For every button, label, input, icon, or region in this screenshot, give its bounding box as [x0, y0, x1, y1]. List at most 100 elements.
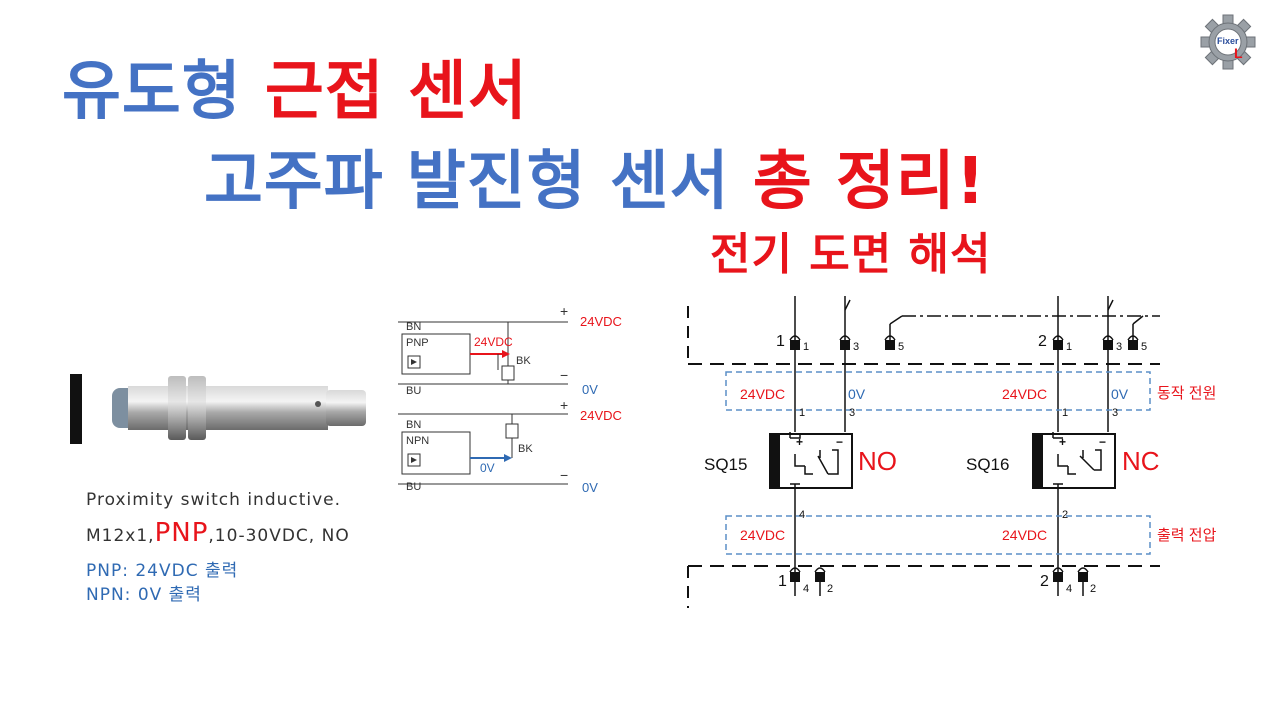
npn-diamond-icon — [411, 457, 417, 463]
sensor-led — [315, 401, 321, 407]
npn-bu-label: BU — [406, 481, 421, 493]
sq16-terminal-5 — [1128, 340, 1138, 350]
sq15-bottom-terminal-2 — [815, 572, 825, 582]
sq16-bottom-terminal-aux — [1078, 572, 1088, 582]
schematic-diagram: 1 1 3 5 2 1 3 5 1 3 1 3 4 2 1 4 2 2 4 2 … — [687, 296, 1217, 608]
sq15-label: SQ15 — [704, 455, 747, 474]
title-line-1: 유도형 근접 센서 — [62, 40, 528, 132]
title-line-2-red: 총 정리! — [752, 145, 986, 219]
sq15-pin-5: 5 — [898, 341, 904, 353]
npn-minus-label: − — [560, 467, 568, 483]
sq15-inner-3: 3 — [849, 407, 855, 419]
supply-voltage-box — [725, 371, 1151, 411]
pnp-bk-label: BK — [516, 355, 531, 367]
sq16-supply-24vdc: 24VDC — [1002, 386, 1047, 402]
npn-sensor-symbol-icon — [407, 453, 421, 467]
sq15-plug-1 — [789, 335, 801, 341]
logo-text: Fixer — [1217, 36, 1239, 46]
pnp-bn-label: BN — [406, 321, 421, 333]
product-desc-2-pre: M12x1, — [86, 526, 155, 546]
target-plate — [70, 374, 82, 444]
sensor-connector — [326, 390, 366, 426]
pnp-type-label: PNP — [406, 337, 429, 349]
product-desc-2: M12x1,PNP,10-30VDC, NO — [86, 518, 350, 548]
sq15-terminal-1 — [790, 340, 800, 350]
sq15-terminal-3 — [840, 340, 850, 350]
pnp-sensor-box — [401, 333, 471, 375]
pnp-0v-label: 0V — [582, 382, 598, 397]
sq15-inner-1: 1 — [799, 407, 805, 419]
title-line-1-red: 근접 센서 — [264, 55, 528, 129]
sq16-bottom-pin-2: 2 — [1090, 583, 1096, 595]
output-voltage-label: 출력 전압 — [1157, 527, 1217, 544]
sq15-plus: + — [796, 435, 803, 449]
npn-0v-label: 0V — [582, 480, 598, 495]
npn-load — [505, 423, 519, 439]
npn-24vdc-label: 24VDC — [580, 408, 622, 423]
sq15-bottom-num-1: 1 — [778, 573, 787, 590]
sq16-terminal-1 — [1053, 340, 1063, 350]
sq15-minus: − — [836, 435, 843, 449]
pnp-plus-label: + — [560, 303, 568, 319]
sq16-bottom-pin-4: 4 — [1066, 583, 1072, 595]
logo-letter: L — [1234, 45, 1243, 61]
sq16-bottom-plug — [1053, 483, 1063, 492]
sq15-output-24vdc: 24VDC — [740, 527, 785, 543]
pnp-minus-label: − — [560, 367, 568, 383]
sq16-label: SQ16 — [966, 455, 1009, 474]
sq16-sensor-face — [1033, 434, 1043, 488]
fixer-logo-icon: Fixer L — [1200, 14, 1256, 70]
sq15-inner-4: 4 — [799, 509, 805, 521]
sq16-switch-symbol-icon — [1057, 449, 1102, 475]
title-line-2-blue: 고주파 발진형 센서 — [204, 145, 730, 219]
sq15-bottom-pin-2: 2 — [827, 583, 833, 595]
title-line-2: 고주파 발진형 센서 총 정리! — [204, 130, 986, 222]
sq16-plug-5 — [1127, 335, 1139, 341]
sq15-supply-0v: 0V — [848, 386, 866, 402]
sq16-bottom-num-2: 2 — [1040, 573, 1049, 590]
sq16-plus: + — [1059, 435, 1066, 449]
pnp-diamond-icon — [411, 359, 417, 365]
sq16-wire-3-break — [1107, 299, 1114, 311]
sq15-sensor-face — [770, 434, 780, 488]
sq15-bottom-pin-4: 4 — [803, 583, 809, 595]
sq15-pin-1: 1 — [803, 341, 809, 353]
pnp-output-label: 24VDC — [474, 335, 513, 349]
npn-bn-label: BN — [406, 419, 421, 431]
nut-2 — [188, 376, 206, 440]
supply-voltage-label: 동작 전원 — [1157, 385, 1216, 402]
npn-output-label: 0V — [480, 461, 495, 475]
sq16-num-2: 2 — [1038, 333, 1047, 350]
pnp-load — [501, 365, 515, 381]
sq15-bottom-terminal-4 — [790, 572, 800, 582]
npn-plus-label: + — [560, 397, 568, 413]
wire-5-b-bend — [1132, 315, 1144, 325]
title-line-1-blue: 유도형 — [62, 55, 242, 129]
sq15-bottom-plug — [790, 483, 800, 492]
sq16-bottom-plug-aux — [1077, 567, 1089, 573]
npn-type-label: NPN — [406, 435, 429, 447]
product-desc-2-pnp: PNP — [154, 518, 209, 548]
sq15-plug-5 — [884, 335, 896, 341]
sq15-wire-3-break — [844, 299, 851, 311]
pnp-arrow-head-icon — [502, 350, 510, 358]
output-voltage-box — [725, 515, 1151, 555]
sq15-terminal-5 — [885, 340, 895, 350]
sq15-plug-3 — [839, 335, 851, 341]
product-desc-1: Proximity switch inductive. — [86, 490, 342, 510]
pnp-bu-label: BU — [406, 385, 421, 397]
pnp-sensor-symbol-icon — [407, 355, 421, 369]
sq16-plug-3 — [1102, 335, 1114, 341]
sq15-bottom-plug-2 — [814, 567, 826, 573]
sq15-num-1: 1 — [776, 333, 785, 350]
pnp-24vdc-label: 24VDC — [580, 314, 622, 329]
product-note-2: NPN: 0V 출력 — [86, 585, 202, 605]
sensor-body — [128, 386, 328, 430]
title-line-3: 전기 도면 해석 — [710, 229, 992, 280]
product-note-1: PNP: 24VDC 출력 — [86, 561, 239, 581]
sq16-pin-5: 5 — [1141, 341, 1147, 353]
sq16-inner-2: 2 — [1062, 509, 1068, 521]
sq16-output-24vdc: 24VDC — [1002, 527, 1047, 543]
sq15-top-plug — [789, 432, 801, 439]
sq15-pin-3: 3 — [853, 341, 859, 353]
